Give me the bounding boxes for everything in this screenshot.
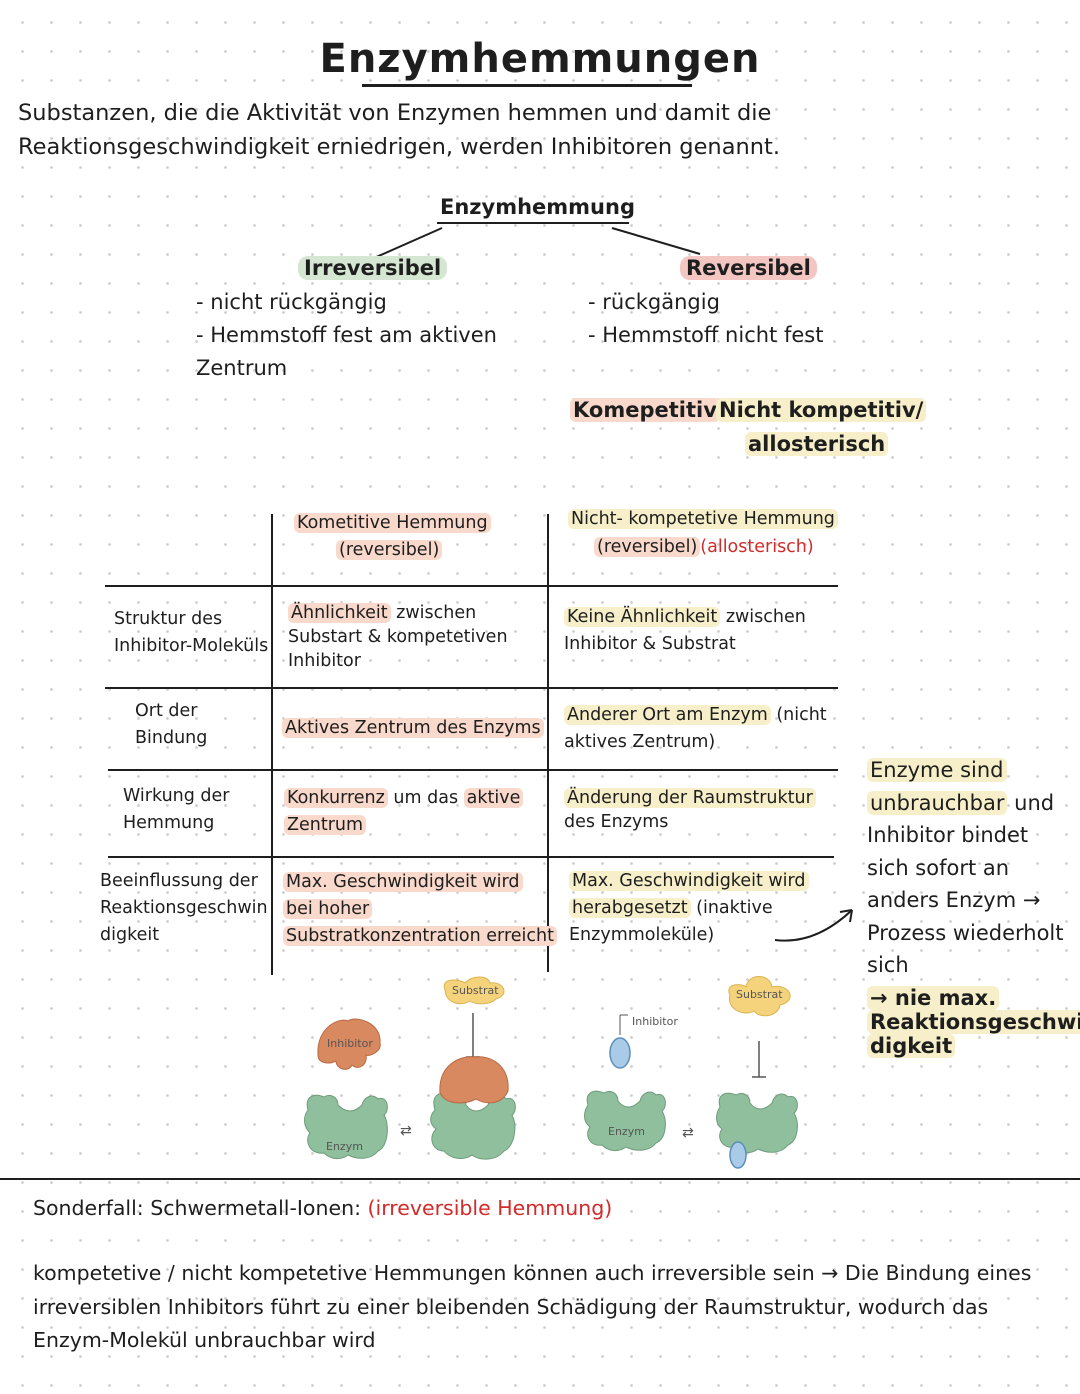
side-note-conclusion: → nie max. Reaktionsgeschwin digkeit [867,986,1080,1058]
allosteric-inhibitor: Inhibitor [609,1014,678,1069]
section-divider [0,1178,1080,1180]
header-noncompetitive: Nicht- kompetetive Hemmung [568,506,838,533]
competitive-substrate: Substrat [443,976,505,1005]
inhibitor-label: Inhibitor [327,1037,373,1050]
header-noncompetitive-sub: (reversibel)(allosterisch) [594,534,814,561]
irreversible-points: - nicht rückgängig - Hemmstoff fest am a… [196,286,497,385]
reversible-points: - rückgängig - Hemmstoff nicht fest [588,286,823,352]
cell-noncompetitive-rate: Max. Geschwindigkeit wird herabgesetzt (… [569,868,809,949]
row-label-rate: Beeinflussung der Reaktionsgeschwin digk… [100,871,268,945]
allosteric-enzyme-free: Enzym [584,1090,666,1152]
tree-root-underline [437,222,629,224]
cell-competitive-binding: Aktives Zentrum des Enzyms [282,715,544,742]
reversible-point: - Hemmstoff nicht fest [588,323,824,347]
title-underline [362,84,692,87]
side-note: Enzyme sind unbrauchbar und Inhibitor bi… [867,758,1064,977]
irreversible-point: Zentrum [196,356,288,380]
irreversible-point: - nicht rückgängig [196,290,387,314]
bottom-text: kompetetive / nicht kompetetive Hemmunge… [33,1261,1032,1352]
cell-competitive-effect: Konkurrenz um das aktive Zentrum [284,785,524,839]
row-label-structure: Struktur des Inhibitor-Moleküls [114,609,269,656]
reversible-point: - rückgängig [588,290,720,314]
allosteric-substrate: Substrat [728,976,791,1017]
allosteric-inhibitor-label: Inhibitor [632,1015,678,1028]
cell-competitive-rate: Max. Geschwindigkeit wird bei hoher Subs… [283,869,557,950]
intro-text: Substanzen, die die Aktivität von Enzyme… [18,100,780,160]
enzyme-diagram: Inhibitor Enzym ⇄ Substrat Inhibitor Enz… [304,976,798,1169]
cell-noncompetitive-binding: Anderer Ort am Enzym (nicht aktives Zent… [564,705,827,752]
cell-competitive-structure: Ähnlichkeit zwischen Substart & kompetet… [288,603,508,671]
header-competitive-sub: (reversibel) [336,537,443,564]
allosteric-enzyme-bound [716,1092,798,1169]
cell-noncompetitive-structure: Keine Ähnlichkeit zwischen Inhibitor & S… [564,607,806,654]
competitive-enzyme-bound [430,1056,516,1160]
irreversible-label: Irreversibel [298,256,448,280]
row-label-effect: Wirkung der Hemmung [123,786,230,833]
page-title: Enzymhemmungen [319,36,761,82]
competitive-inhibitor-shape: Inhibitor [317,1018,381,1070]
special-case: Sonderfall: Schwermetall-Ionen: (irrever… [33,1196,613,1220]
reversible-label: Reversibel [680,256,817,280]
enzyme-label: Enzym [326,1140,363,1153]
irreversible-point: - Hemmstoff fest am aktiven [196,323,497,347]
type-allosteric: allosterisch [745,432,889,456]
cell-noncompetitive-effect: Änderung der Raumstruktur des Enzyms [564,786,816,834]
competitive-enzyme-free: Enzym [304,1094,388,1160]
allosteric-substrate-label: Substrat [736,988,783,1001]
type-competitive: Komepetitiv [570,398,720,422]
type-noncompetitive: Nicht kompetitiv/ [716,398,927,422]
equilibrium-arrows: ⇄ [400,1123,412,1139]
tree-root-label: Enzymhemmung [440,195,635,219]
row-label-binding: Ort der Bindung [135,701,208,748]
substrate-label: Substrat [452,984,499,997]
allosteric-enzyme-label: Enzym [608,1125,645,1138]
table-grid [105,514,853,975]
header-competitive: Kometitive Hemmung [294,510,491,537]
equilibrium-arrows-2: ⇄ [682,1125,694,1141]
